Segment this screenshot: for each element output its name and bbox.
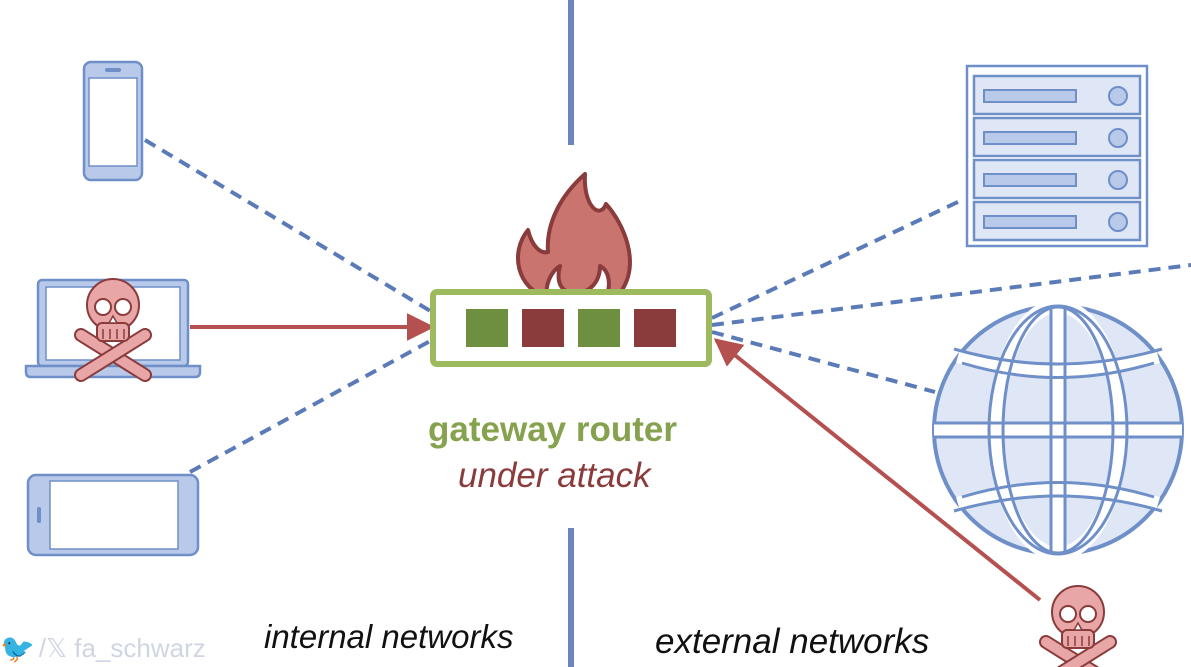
gateway-router-icon — [430, 289, 712, 367]
link-offscreen — [711, 263, 1191, 327]
internal-networks-label: internal networks — [264, 618, 514, 655]
router-status: under attack — [458, 456, 651, 495]
router-led-1 — [466, 309, 508, 347]
external-networks-label: external networks — [655, 622, 930, 661]
phone-landscape-icon — [26, 473, 200, 557]
twitter-bird-icon: 🐦 — [0, 633, 35, 664]
attacker-skull-icon — [1046, 586, 1110, 667]
link-phone-portrait — [143, 138, 434, 314]
link-phone-landscape — [189, 338, 433, 474]
network-links — [143, 138, 1191, 474]
router-title: gateway router — [428, 410, 677, 449]
router-led-3 — [578, 309, 620, 347]
flame-icon — [516, 172, 632, 302]
attack-arrow-external — [713, 338, 1042, 602]
router-led-4 — [634, 309, 676, 347]
watermark: 🐦 /𝕏 fa_schwarz — [0, 632, 206, 665]
attack-arrows — [190, 313, 1042, 602]
watermark-text: /𝕏 fa_schwarz — [38, 633, 206, 663]
globe-icon — [932, 299, 1184, 561]
server-rack-icon — [965, 64, 1149, 248]
router-led-2 — [522, 309, 564, 347]
phone-portrait-icon — [82, 60, 144, 182]
link-server-rack — [711, 198, 963, 320]
